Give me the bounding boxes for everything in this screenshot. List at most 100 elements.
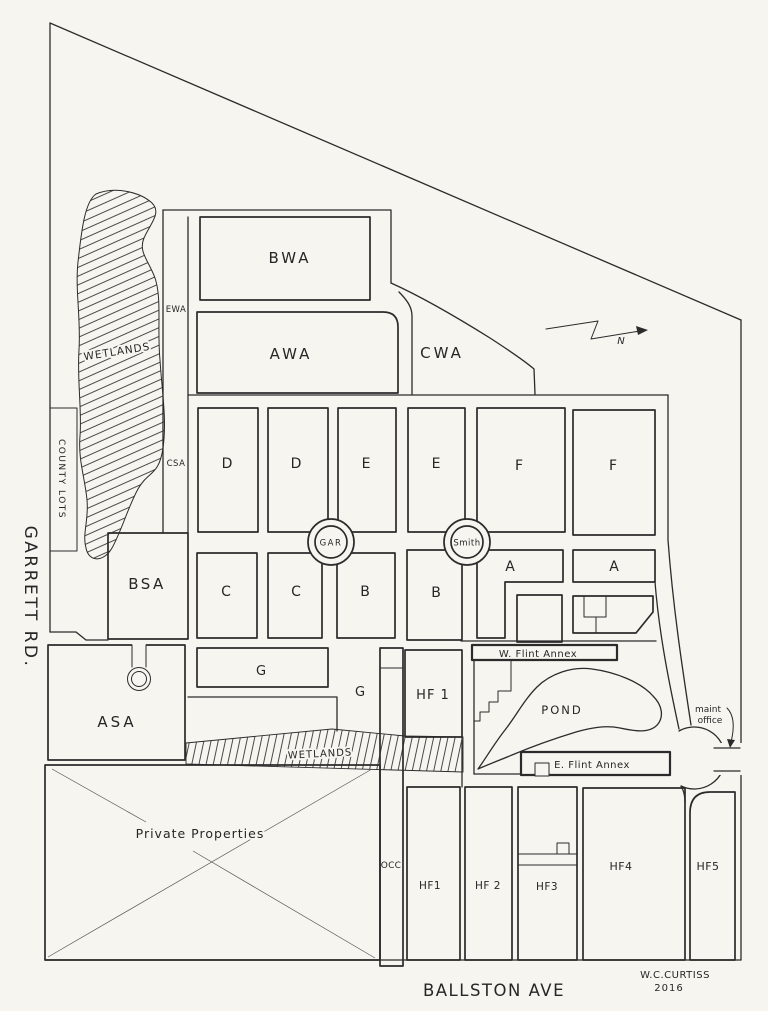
section-hf2-label: HF 2	[475, 880, 501, 892]
section-cwa-label: CWA	[420, 344, 464, 362]
terrace-steps	[473, 659, 512, 722]
cwa-top-curve	[390, 282, 536, 395]
section-d1-label: D	[222, 456, 233, 472]
section-e2-block	[407, 407, 466, 533]
private-properties-area	[44, 764, 381, 961]
maint-office-label-line2: office	[698, 716, 723, 726]
section-g1-label: G	[256, 664, 266, 679]
maintenance-area	[678, 726, 742, 803]
north-label: N	[617, 336, 625, 347]
section-f1-label: F	[515, 458, 523, 474]
building-footprint-detail	[583, 595, 607, 634]
awa-east-road-line	[398, 291, 413, 395]
section-hf3-block	[517, 786, 578, 961]
e-flint-annex-banner	[519, 750, 672, 777]
section-f1-block	[476, 407, 566, 533]
boundary-left-step	[49, 631, 109, 641]
section-a1-block	[476, 549, 564, 639]
section-hf4-label: HF4	[609, 860, 632, 873]
maint-access-road	[713, 747, 741, 772]
section-hf5-label: HF5	[696, 860, 719, 873]
section-d2-block	[267, 407, 329, 533]
private-properties-label: Private Properties	[136, 826, 265, 841]
credit-name: W.C.CURTISS	[640, 970, 710, 981]
boundary-top-diagonal	[49, 22, 742, 321]
section-bsa-block	[107, 532, 189, 640]
section-hf1-block	[406, 786, 461, 961]
section-c2-label: C	[291, 584, 301, 600]
north-arrow-line	[545, 320, 641, 340]
county-lots: COUNTY LOTS	[49, 407, 78, 552]
section-hf1-upper-label: HF 1	[416, 688, 450, 703]
section-g1-block	[196, 647, 329, 688]
section-hf4-block	[582, 787, 686, 961]
wetlands-south-shape	[185, 728, 464, 773]
garrett-rd-label: GARRETT RD.	[20, 526, 40, 669]
csa-road-label: CSA	[167, 459, 186, 469]
section-c1-block	[196, 552, 258, 639]
section-hf1-label: HF1	[419, 880, 441, 892]
section-e1-label: E	[362, 456, 371, 472]
section-b1-label: B	[360, 584, 370, 600]
section-b2-block	[406, 549, 463, 641]
asa-stub-road	[131, 644, 147, 668]
grid-right-road-line	[667, 394, 692, 726]
county-lots-label: COUNTY LOTS	[56, 439, 66, 519]
building-footprint	[572, 595, 654, 634]
asa-circle-inner	[131, 671, 147, 687]
section-g2-label: G	[355, 685, 365, 700]
credit-year: 2016	[654, 983, 683, 994]
section-hf1-upper-block	[404, 649, 463, 738]
property-boundary	[44, 22, 742, 961]
section-f2-block	[572, 409, 656, 536]
maint-office-callout: maint office	[695, 705, 735, 748]
section-asa-block	[47, 644, 186, 761]
section-c1-label: C	[221, 584, 231, 600]
w-flint-annex-banner	[470, 643, 619, 662]
north-arrowhead-icon	[636, 326, 648, 335]
asa-stub-gap	[132, 643, 146, 647]
section-b1-block	[336, 552, 396, 639]
section-b2-label: B	[431, 585, 441, 601]
smith-circle-inner	[450, 525, 484, 559]
hf3-small-building	[556, 842, 570, 855]
section-d1-block	[197, 407, 259, 533]
section-e2-label: E	[432, 456, 441, 472]
occ-label: OCC	[381, 861, 402, 871]
section-awa-label: AWA	[270, 345, 313, 363]
maint-office-label-line1: maint	[695, 705, 721, 715]
wetlands-north-area: WETLANDS	[76, 189, 165, 560]
section-hf3-label: HF3	[536, 881, 558, 893]
section-awa-block	[196, 311, 399, 394]
a1-inner-lot	[516, 594, 563, 643]
pond-area	[470, 643, 672, 777]
section-c2-block	[267, 552, 323, 639]
private-properties-x-marks	[47, 768, 376, 959]
wetlands-south-label: WETLANDS	[288, 747, 353, 761]
private-properties-block	[44, 764, 381, 961]
pond-outline	[477, 667, 663, 770]
gar-label: GAR	[320, 539, 343, 549]
maint-office-arrowhead-icon	[727, 739, 735, 748]
section-asa-label: ASA	[97, 713, 136, 731]
occ-strip	[379, 647, 404, 967]
maint-office-arrow-line	[726, 707, 734, 743]
east-curve-inner	[654, 581, 680, 730]
section-a2-label: A	[609, 559, 619, 575]
smith-rotary: Smith	[443, 518, 491, 566]
e-flint-small-building	[534, 762, 550, 777]
section-bwa-block	[199, 216, 371, 301]
wetlands-south-area: WETLANDS	[185, 728, 464, 773]
ewa-road-label: EWA	[166, 305, 187, 315]
section-bwa-label: BWA	[268, 249, 311, 267]
section-d2-label: D	[291, 456, 302, 472]
section-e1-block	[337, 407, 397, 533]
g-road-south-line	[187, 696, 338, 732]
north-arrow: N	[545, 320, 648, 347]
section-bsa-label: BSA	[128, 575, 166, 593]
pond-label: POND	[541, 703, 582, 717]
section-hf2-block	[464, 786, 513, 961]
section-f2-label: F	[609, 458, 617, 474]
